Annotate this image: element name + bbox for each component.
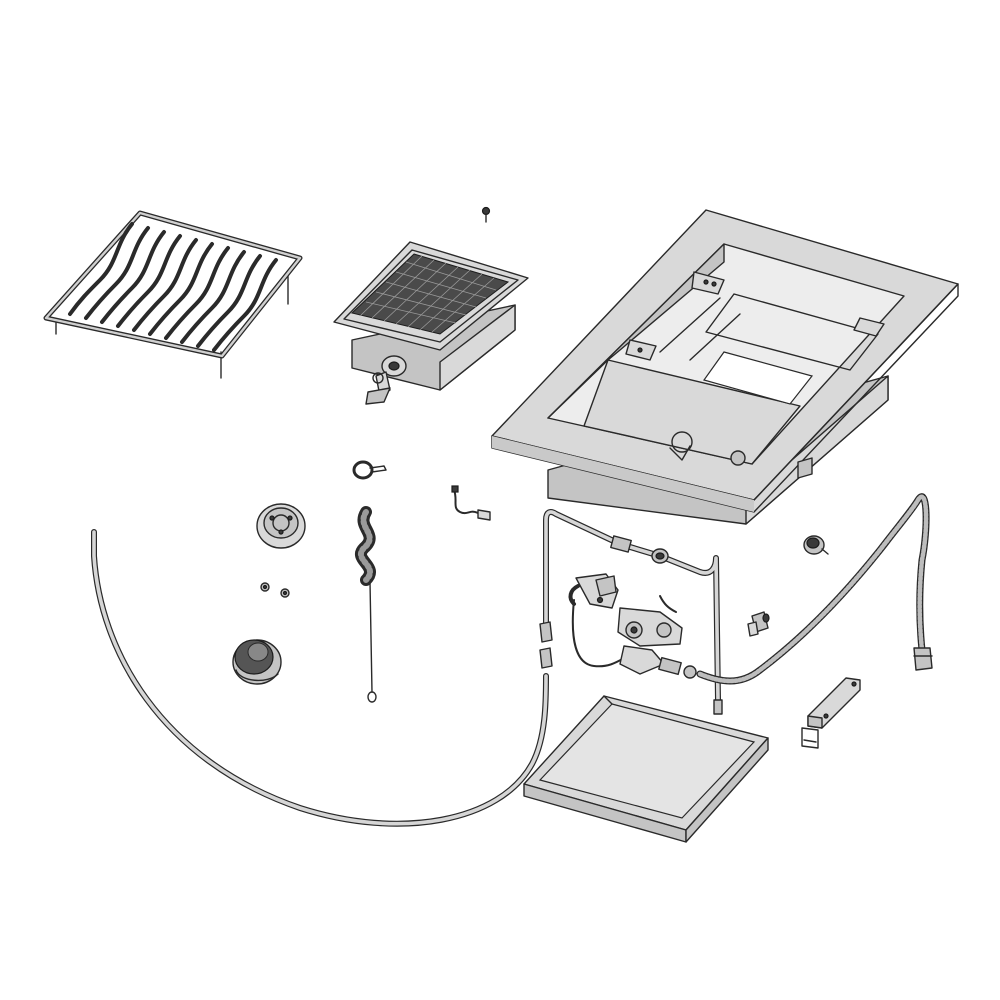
control-knob xyxy=(232,639,282,685)
flexible-gas-hose xyxy=(696,493,933,685)
cooking-grate xyxy=(43,210,303,379)
hose-end-nut xyxy=(913,647,933,671)
heat-shield-disc xyxy=(256,503,306,549)
gas-manifold xyxy=(539,509,723,715)
wire-clip xyxy=(352,460,387,480)
ignition-wire xyxy=(571,599,629,668)
hose-fitting xyxy=(747,611,770,637)
housing-frame xyxy=(491,209,959,525)
mounting-bracket xyxy=(801,677,861,749)
cleaning-brush xyxy=(355,506,377,703)
grate-wavy-bars xyxy=(68,222,278,352)
gas-valve-assembly xyxy=(568,573,697,679)
tube-end-fitting xyxy=(539,647,553,669)
drip-tray xyxy=(523,695,769,843)
burner xyxy=(333,241,529,405)
burner-ceramic-mesh xyxy=(359,255,497,333)
small-nuts xyxy=(260,582,290,598)
screw xyxy=(481,206,491,223)
thermocouple-line xyxy=(91,529,553,827)
wire-connector xyxy=(451,485,491,521)
igniter-button xyxy=(803,535,829,555)
